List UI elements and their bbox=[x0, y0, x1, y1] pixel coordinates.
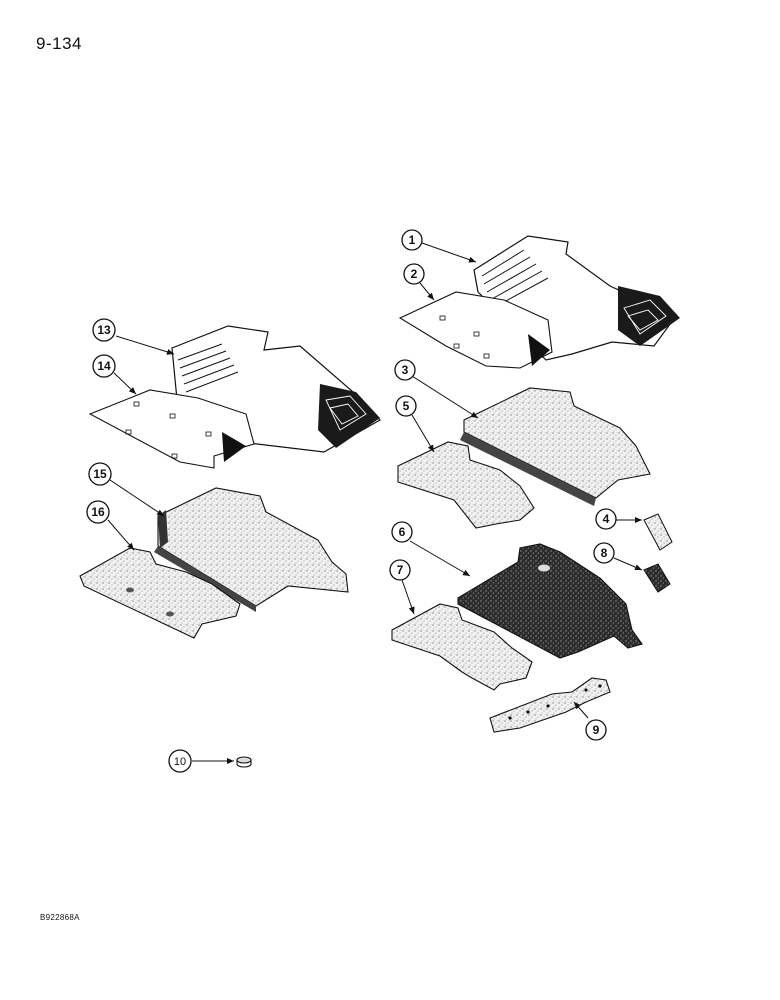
callout-1: 1 bbox=[401, 229, 423, 251]
svg-text:13: 13 bbox=[97, 323, 111, 337]
callout-14: 14 bbox=[92, 354, 116, 378]
part-3-insulation-pad bbox=[460, 387, 651, 506]
svg-text:16: 16 bbox=[91, 505, 105, 519]
callout-13: 13 bbox=[92, 318, 116, 342]
leader-1 bbox=[421, 242, 477, 263]
leader-15 bbox=[109, 479, 165, 517]
figure-code: B922868A bbox=[40, 913, 80, 922]
callout-4: 4 bbox=[595, 508, 617, 530]
leader-13 bbox=[115, 335, 175, 355]
callout-2: 2 bbox=[403, 263, 425, 285]
svg-text:3: 3 bbox=[402, 363, 409, 377]
callout-5: 5 bbox=[395, 395, 417, 417]
leader-6 bbox=[409, 540, 471, 577]
part-9-plate bbox=[489, 677, 611, 733]
svg-text:8: 8 bbox=[601, 546, 608, 560]
svg-text:14: 14 bbox=[97, 359, 111, 373]
svg-text:7: 7 bbox=[397, 563, 404, 577]
part-7-insulation-pad bbox=[391, 603, 533, 691]
part-8-block bbox=[643, 563, 671, 593]
svg-text:4: 4 bbox=[603, 512, 610, 526]
callout-9: 9 bbox=[585, 719, 607, 741]
part-5-insulation-pad bbox=[397, 441, 535, 529]
svg-text:5: 5 bbox=[403, 399, 410, 413]
svg-text:2: 2 bbox=[411, 267, 418, 281]
leader-8 bbox=[613, 557, 643, 571]
part-6-floor-mat bbox=[457, 543, 643, 659]
svg-text:1: 1 bbox=[409, 233, 416, 247]
page-number: 9-134 bbox=[36, 34, 82, 53]
leader-2 bbox=[419, 282, 435, 301]
callout-16: 16 bbox=[86, 500, 110, 524]
part-4-block bbox=[643, 513, 673, 551]
leader-5 bbox=[411, 414, 435, 453]
part-10-plug bbox=[236, 756, 252, 768]
leader-16 bbox=[107, 519, 135, 551]
svg-text:15: 15 bbox=[93, 467, 107, 481]
svg-text:9: 9 bbox=[593, 723, 600, 737]
leader-9 bbox=[573, 701, 589, 719]
part-14-floor-sheet bbox=[88, 389, 255, 469]
leader-14 bbox=[113, 372, 137, 395]
callout-3: 3 bbox=[394, 359, 416, 381]
part-2-floor-sheet bbox=[398, 291, 553, 369]
svg-text:10: 10 bbox=[174, 756, 186, 768]
callout-7: 7 bbox=[389, 559, 411, 581]
callout-10: 10 bbox=[168, 749, 192, 773]
callout-8: 8 bbox=[593, 542, 615, 564]
part-16-insulation-pad bbox=[79, 547, 241, 639]
callout-6: 6 bbox=[391, 521, 413, 543]
part-15-insulation-pad bbox=[154, 487, 349, 612]
leader-7 bbox=[401, 579, 415, 615]
callout-15: 15 bbox=[88, 462, 112, 486]
svg-text:6: 6 bbox=[399, 525, 406, 539]
leader-3 bbox=[411, 375, 479, 419]
